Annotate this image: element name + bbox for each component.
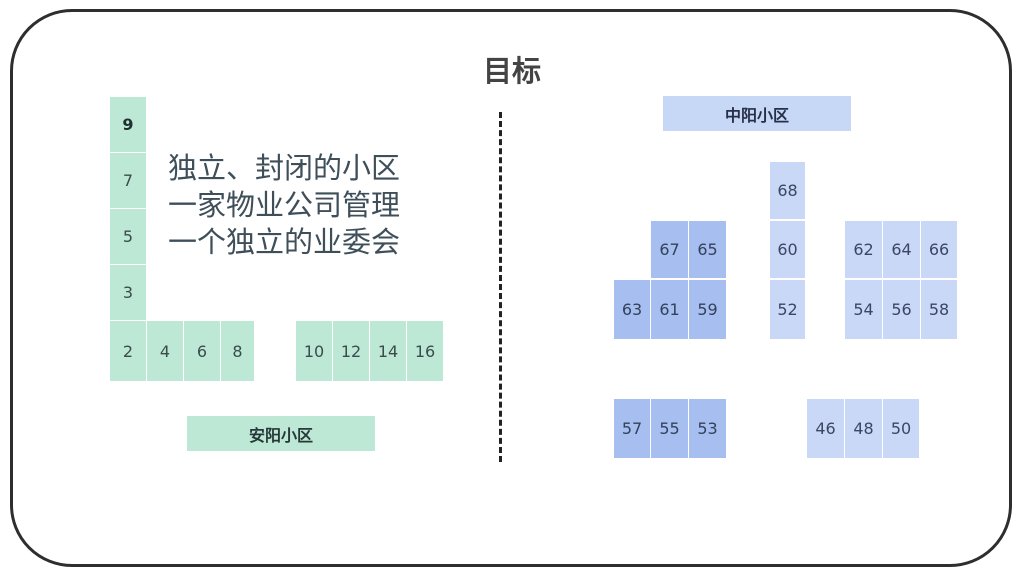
description-line: 独立、封闭的小区 bbox=[168, 151, 401, 185]
building-4: 4 bbox=[147, 321, 184, 382]
building-63: 63 bbox=[614, 280, 651, 340]
building-65: 65 bbox=[689, 221, 727, 279]
building-62: 62 bbox=[845, 221, 883, 279]
building-68: 68 bbox=[770, 162, 806, 220]
building-59: 59 bbox=[689, 280, 727, 340]
building-12: 12 bbox=[333, 321, 370, 382]
description-line: 一家物业公司管理 bbox=[168, 188, 401, 222]
building-56: 56 bbox=[883, 280, 921, 340]
community-description: 独立、封闭的小区 一家物业公司管理 一个独立的业委会 bbox=[168, 150, 400, 261]
building-48: 48 bbox=[845, 399, 883, 459]
building-8: 8 bbox=[221, 321, 255, 382]
description-line: 一个独立的业委会 bbox=[168, 225, 401, 259]
community-label-zhongyang: 中阳小区 bbox=[663, 96, 851, 131]
building-9: 9 bbox=[110, 97, 147, 153]
building-64: 64 bbox=[883, 221, 921, 279]
building-58: 58 bbox=[921, 280, 958, 340]
building-52: 52 bbox=[770, 280, 806, 340]
building-55: 55 bbox=[651, 399, 689, 459]
building-46: 46 bbox=[807, 399, 845, 459]
building-10: 10 bbox=[296, 321, 333, 382]
building-53: 53 bbox=[689, 399, 727, 459]
slide-title: 目标 bbox=[482, 54, 541, 88]
building-5: 5 bbox=[110, 209, 147, 265]
community-label-anyang: 安阳小区 bbox=[187, 416, 375, 451]
building-16: 16 bbox=[407, 321, 444, 382]
building-6: 6 bbox=[184, 321, 221, 382]
dashed-divider bbox=[499, 112, 502, 462]
building-61: 61 bbox=[651, 280, 689, 340]
building-2: 2 bbox=[110, 321, 147, 382]
building-57: 57 bbox=[614, 399, 651, 459]
building-3: 3 bbox=[110, 265, 147, 321]
building-14: 14 bbox=[370, 321, 407, 382]
building-66: 66 bbox=[921, 221, 958, 279]
building-50: 50 bbox=[883, 399, 920, 459]
building-60: 60 bbox=[770, 221, 806, 279]
building-54: 54 bbox=[845, 280, 883, 340]
building-67: 67 bbox=[651, 221, 689, 279]
building-7: 7 bbox=[110, 153, 147, 209]
